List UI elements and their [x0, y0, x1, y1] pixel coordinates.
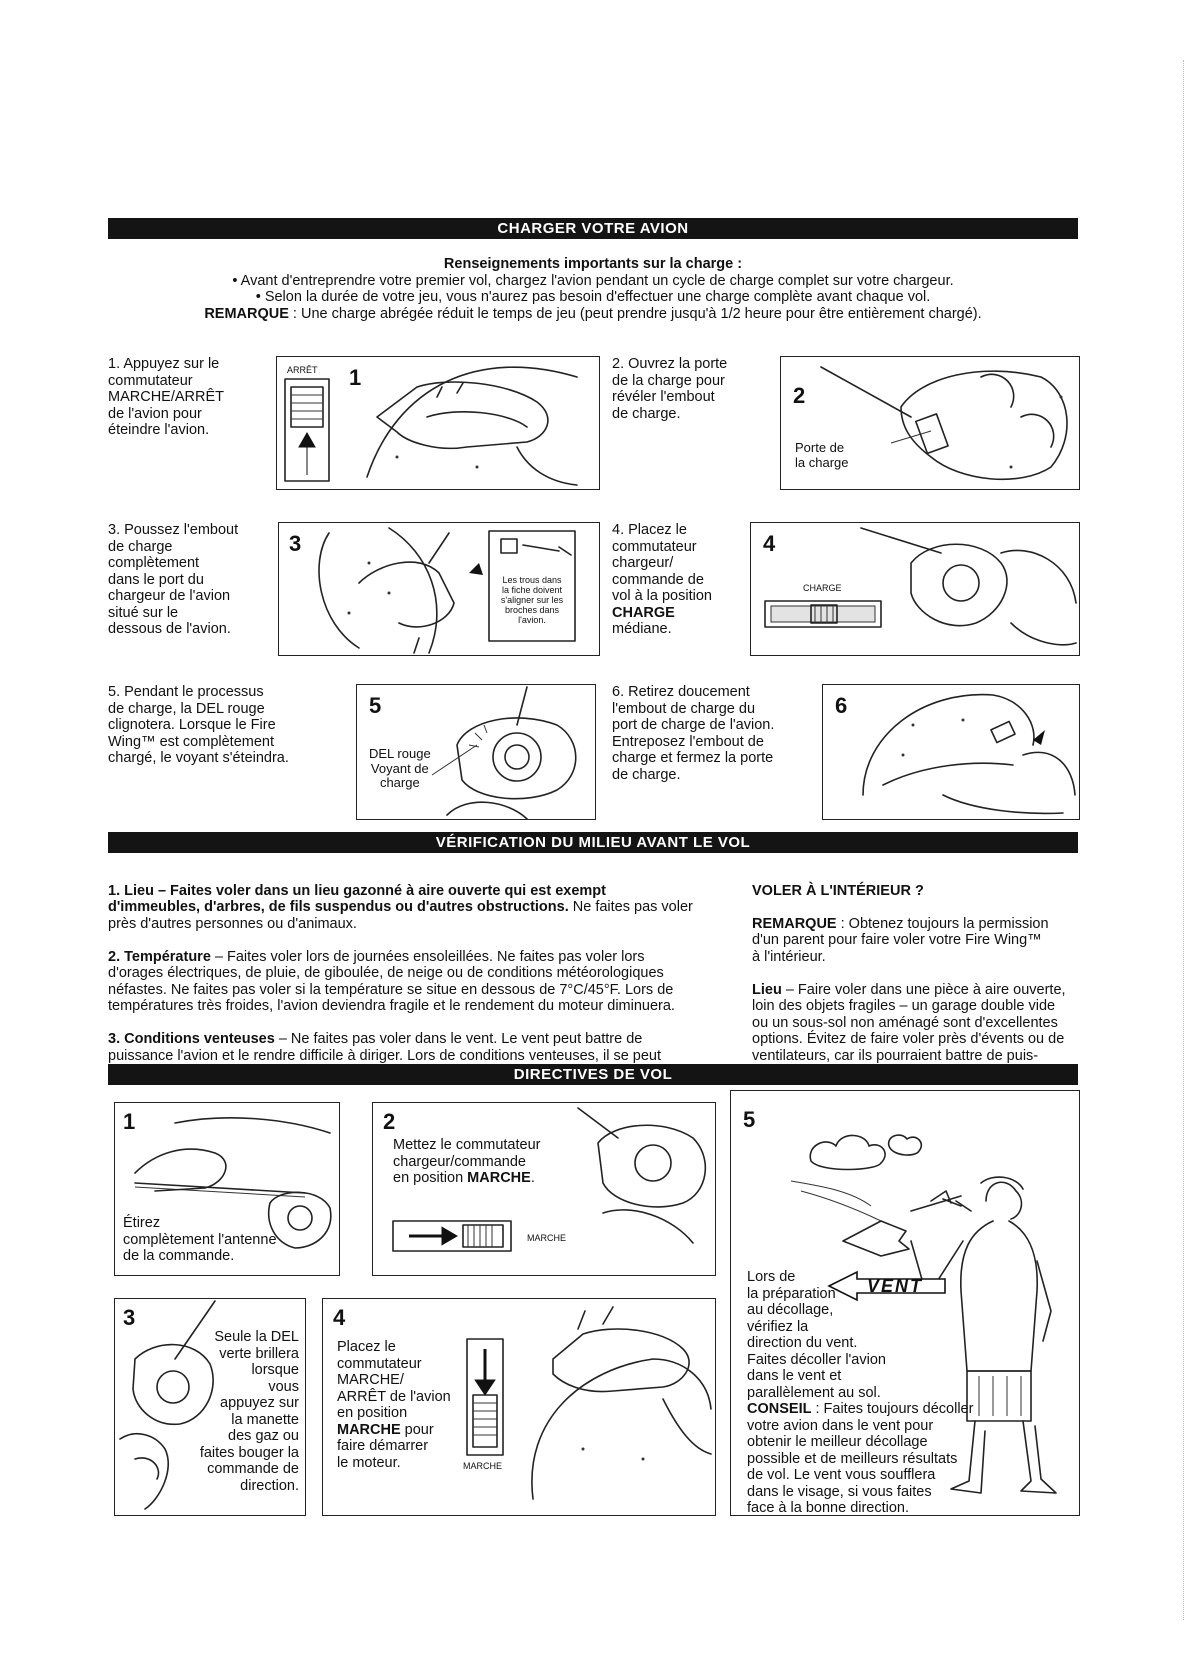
step-2-illustration: 2 Porte de la charge [780, 356, 1080, 490]
wind-arrow: VENT [827, 1269, 946, 1302]
wind-launch-drawing [790, 1134, 1057, 1494]
flight-panel-1-number: 1 [123, 1109, 136, 1134]
flight-panel-3-text: Seule la DEL verte brillera lorsque vous… [199, 1329, 299, 1494]
flight-panel-2-text-b: . [530, 1170, 535, 1186]
charger-plug-drawing [318, 527, 576, 654]
flight-panel-1-text: Étirez complètement l'antenne de la comm… [123, 1215, 277, 1264]
indoor-note-text: : Obtenez toujours la permission d'un pa… [752, 915, 1049, 965]
flight-panel-2-text-bold: MARCHE [467, 1170, 531, 1186]
flight-panel-4: 4 Placez le commutateur MARCHE/ ARRÊT de… [322, 1298, 716, 1516]
flight-panel-3-number: 3 [123, 1305, 136, 1330]
note-text: : Une charge abrégée réduit le temps de … [288, 305, 982, 322]
on-switch-drawing [392, 1107, 707, 1252]
step-1-switch-label: ARRÊT [287, 365, 318, 375]
flight-panel-4-text-bold: MARCHE [337, 1421, 401, 1438]
flight-panel-4-text-b: pour faire démarrer le moteur. [337, 1421, 434, 1471]
charging-info-title: Renseignements importants sur la charge … [443, 256, 743, 272]
wind-arrow-label: VENT [867, 1276, 924, 1296]
step-2-number: 2 [793, 383, 806, 408]
indoor-flying: VOLER À L'INTÉRIEUR ? REMARQUE : Obtenez… [752, 866, 1082, 1097]
flight-panel-2-text-a: Mettez le commutateur chargeur/commande … [393, 1137, 541, 1186]
step-4-text-bold: CHARGE [612, 604, 675, 621]
step-3-number: 3 [289, 531, 302, 556]
step-3-text: 3. Poussez l'embout de charge complèteme… [108, 522, 239, 637]
section-header-charger: CHARGER VOTRE AVION [108, 218, 1078, 239]
step-2-door-label: Porte de la charge [795, 440, 849, 470]
step-2-text: 2. Ouvrez la porte de la charge pour rév… [612, 356, 728, 422]
step-4-illustration: 4 CHARGE [750, 522, 1080, 656]
charging-info-bullet-1: • Avant d'entreprendre votre premier vol… [232, 272, 954, 289]
remove-plug-drawing [862, 693, 1076, 815]
charging-info-note: REMARQUE : Une charge abrégée réduit le … [108, 306, 1078, 323]
step-4-number: 4 [763, 531, 776, 556]
flight-panel-5-tip-text: : Faites toujours décoller votre avion d… [747, 1401, 974, 1516]
charging-info: Renseignements importants sur la charge … [108, 256, 1078, 322]
flight-panel-4-text-a: Placez le commutateur MARCHE/ ARRÊT de l… [337, 1339, 451, 1421]
step-5-text: 5. Pendant le processus de charge, la DE… [108, 684, 289, 766]
flight-panel-5: 5 VENT Lors de la préparation au décolla… [730, 1090, 1080, 1516]
item-location-text: Ne faites pas voler près d'autres person… [108, 899, 693, 932]
step-6-text: 6. Retirez doucement l'embout de charge … [612, 684, 775, 783]
flight-panel-4-number: 4 [333, 1305, 346, 1330]
step-1-illustration: 1 ARRÊT [276, 356, 600, 490]
item-temperature-bold: 2. Température [108, 948, 211, 965]
step-4-text-a: 4. Placez le commutateur chargeur/ comma… [612, 522, 712, 604]
indoor-place-label: Lieu [752, 981, 782, 998]
item-location-bold: 1. Lieu – Faites voler dans un lieu gazo… [108, 882, 606, 916]
section-header-verification: VÉRIFICATION DU MILIEU AVANT LE VOL [108, 832, 1078, 853]
step-6-number: 6 [835, 693, 848, 718]
red-led-drawing [431, 686, 577, 819]
charging-info-bullet-2: • Selon la durée de votre jeu, vous n'au… [255, 289, 931, 305]
controller-switch-drawing [764, 527, 1077, 646]
indoor-note: REMARQUE : Obtenez toujours la permissio… [752, 916, 1082, 966]
antenna-drawing [134, 1117, 332, 1249]
flight-panel-2-number: 2 [383, 1109, 396, 1134]
right-edge-marks [1182, 60, 1184, 1620]
charge-door-drawing [820, 366, 1068, 481]
flight-panel-4-switch-label: MARCHE [463, 1461, 503, 1471]
flight-panel-1: 1 Étirez complètement l'antenne de la co… [114, 1102, 340, 1276]
preflight-item-location: 1. Lieu – Faites voler dans un lieu gazo… [108, 883, 748, 933]
step-4-switch-label: CHARGE [803, 583, 842, 593]
flight-panel-4-text: Placez le commutateur MARCHE/ ARRÊT de l… [337, 1339, 451, 1471]
step-3-illustration: 3 Les trous dans la fiche doivent s'alig… [278, 522, 600, 656]
flight-panel-2-text: Mettez le commutateur chargeur/commande … [393, 1137, 540, 1187]
flight-panel-2-switch-label: MARCHE [527, 1233, 567, 1243]
step-3-pin-note: Les trous dans la fiche doivent s'aligne… [500, 575, 564, 625]
step-4-text-b: médiane. [612, 621, 672, 637]
hand-switch-drawing [284, 366, 578, 486]
step-4-text: 4. Placez le commutateur chargeur/ comma… [612, 522, 772, 638]
preflight-item-temperature: 2. Température – Faites voler lors de jo… [108, 949, 748, 1015]
step-5-illustration: 5 DEL rouge Voyant de charge [356, 684, 596, 820]
item-wind-bold: 3. Conditions venteuses [108, 1031, 275, 1047]
flight-panel-2: 2 Mettez le commutateur chargeur/command… [372, 1102, 716, 1276]
flight-panel-5-text: Lors de la préparation au décollage, vér… [747, 1269, 987, 1516]
step-1-text: 1. Appuyez sur le commutateur MARCHE/ARR… [108, 356, 225, 438]
wind-arrow-shape [827, 1270, 946, 1302]
item-temperature-text: – Faites voler lors de journées ensoleil… [108, 948, 675, 1015]
preflight-list: 1. Lieu – Faites voler dans un lieu gazo… [108, 866, 748, 1097]
plane-switch-on-drawing [466, 1306, 712, 1500]
indoor-note-label: REMARQUE [752, 915, 837, 932]
green-led-drawing [119, 1300, 216, 1510]
section-header-directives: DIRECTIVES DE VOL [108, 1064, 1078, 1085]
flight-panel-3: 3 Seule la DEL verte brillera lorsque vo… [114, 1298, 306, 1516]
note-label: REMARQUE [204, 305, 289, 322]
flight-panel-5-text-a: Lors de la préparation au décollage, vér… [747, 1269, 886, 1401]
step-5-led-label: DEL rouge Voyant de charge [369, 746, 431, 790]
step-5-number: 5 [369, 693, 382, 718]
indoor-title: VOLER À L'INTÉRIEUR ? [752, 882, 924, 899]
step-6-illustration: 6 [822, 684, 1080, 820]
flight-panel-5-number: 5 [743, 1107, 756, 1132]
step-1-number: 1 [349, 365, 362, 390]
flight-panel-5-tip-label: CONSEIL [747, 1401, 812, 1417]
